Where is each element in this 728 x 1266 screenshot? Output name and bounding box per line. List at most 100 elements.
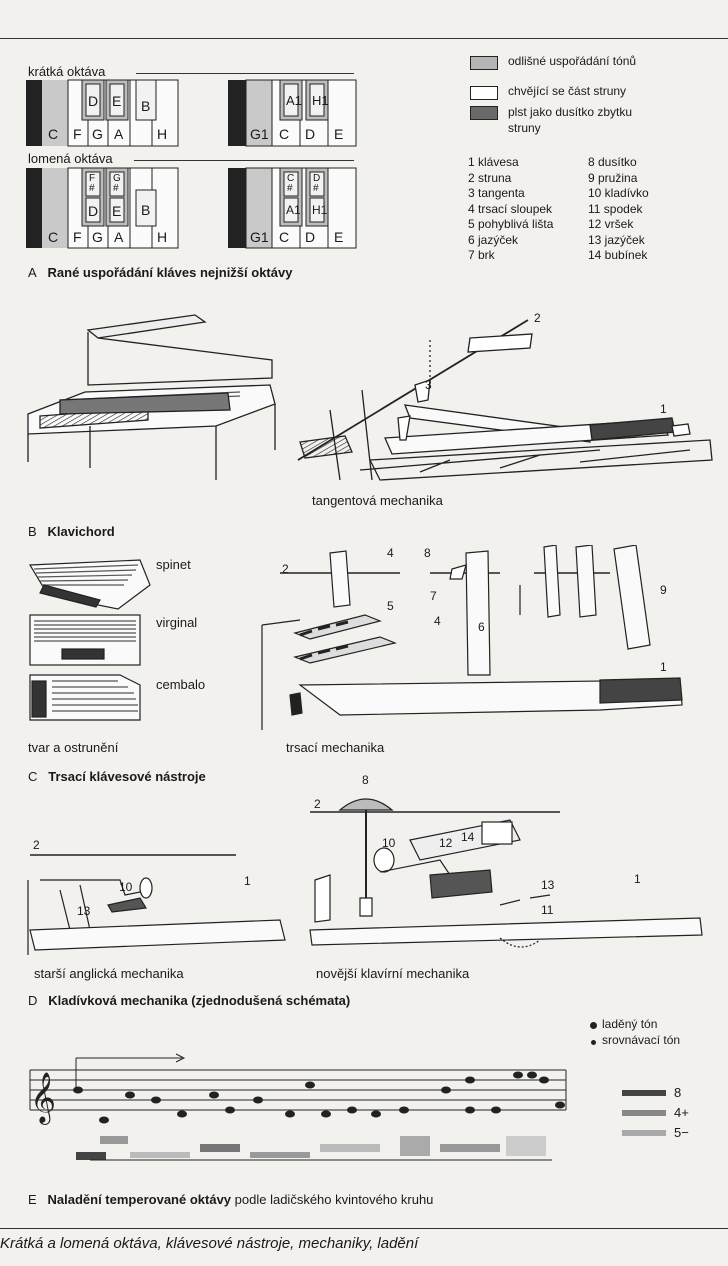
legend-part: 10 kladívko (588, 186, 649, 200)
legend-comparison-tone: srovnávací tón (602, 1033, 681, 1047)
section-title: Rané uspořádání kláves nejnižší oktávy (47, 265, 293, 280)
part-number: 4 (434, 614, 441, 628)
key-label: C # (287, 173, 295, 194)
legend-felt-damper: plst jako dusítko zbytku struny (508, 105, 633, 135)
english-mechanism-drawing (27, 854, 286, 955)
key-label: F # (89, 173, 96, 194)
legend-part: 11 spodek (588, 201, 643, 216)
key-label: G1 (250, 126, 269, 142)
key-label: E (112, 93, 122, 109)
key-label: H (157, 229, 168, 245)
key-label: A (114, 126, 124, 142)
key-label: G (92, 126, 103, 142)
broken-octave-rule (134, 160, 354, 161)
section-letter: D (28, 993, 38, 1008)
key-label: D # (313, 173, 321, 194)
section-title: Kladívková mechanika (zjednodušená schém… (48, 993, 351, 1008)
key-label: E (112, 203, 122, 219)
part-number: 13 (77, 904, 91, 918)
legend-part: 3 tangenta (468, 186, 525, 200)
part-number: 1 (634, 872, 641, 886)
part-number: 11 (541, 903, 554, 917)
interval-label: 8 (674, 1085, 682, 1100)
section-c-heading: C Trsací klávesové nástroje (28, 769, 206, 784)
hammer-mechanism-illustration (27, 798, 703, 955)
part-number: 1 (660, 402, 667, 416)
key-label: H1 (312, 93, 329, 108)
key-label: D (305, 229, 316, 245)
section-title: Trsací klávesové nástroje (48, 769, 206, 784)
key-label: F (73, 126, 82, 142)
part-number: 2 (33, 838, 40, 852)
section-e-heading: E Naladění temperované oktávy podle ladi… (28, 1192, 433, 1207)
key-label: G (92, 229, 103, 245)
part-number: 1 (244, 874, 251, 888)
octave-keyboards (26, 79, 357, 249)
key-label: F (73, 229, 82, 245)
interval-bars (76, 1136, 552, 1161)
section-title-rest: podle ladičského kvintového kruhu (231, 1192, 434, 1207)
key-label: D (88, 93, 99, 109)
part-number: 1 (660, 660, 667, 674)
legend-swatch-vibrating (470, 86, 498, 100)
legend-part: 9 pružina (588, 170, 638, 185)
cembalo-drawing (29, 674, 141, 721)
interval-legend-octave (622, 1090, 666, 1096)
part-number: 10 (382, 836, 396, 850)
clavichord-drawing (27, 314, 276, 480)
part-number: 3 (425, 378, 432, 392)
comparison-tone-dot (591, 1040, 596, 1045)
legend-swatch-different (470, 56, 498, 70)
part-number: 2 (534, 311, 541, 325)
section-d-heading: D Kladívková mechanika (zjednodušená sch… (28, 993, 350, 1008)
legend-tuned-tone: laděný tón (602, 1017, 658, 1031)
section-letter: E (28, 1192, 37, 1207)
part-number: 8 (424, 546, 431, 560)
virginal-drawing (29, 614, 141, 666)
interval-legend-fifth (622, 1130, 666, 1136)
key-label: C (279, 126, 290, 142)
staff-notes (73, 1071, 565, 1124)
footer-rule (0, 1228, 728, 1229)
key-label: D (88, 203, 99, 219)
plucked-instruments-illustration (28, 545, 683, 730)
section-title: Naladění temperované oktávy (47, 1192, 232, 1207)
part-number: 2 (282, 562, 289, 576)
instrument-label-spinet: spinet (156, 557, 191, 572)
top-rule (0, 38, 728, 39)
legend-vibrating-part: chvějící se část struny (508, 84, 627, 98)
interval-label: 5− (674, 1125, 689, 1140)
legend-part: 13 jazýček (588, 232, 645, 247)
section-letter: B (28, 524, 37, 539)
section-a-heading: A Rané uspořádání kláves nejnižší oktávy (28, 265, 292, 280)
key-label: C (48, 126, 59, 142)
tangent-mechanism-drawing (297, 319, 713, 481)
part-number: 5 (387, 599, 394, 613)
clavichord-illustration (27, 314, 713, 481)
part-number: 13 (541, 878, 555, 892)
part-number: 6 (478, 620, 485, 634)
broken-octave-label: lomená oktáva (28, 151, 113, 166)
broken-octave-right-keyboard (228, 167, 357, 249)
piano-mechanism-drawing (309, 798, 703, 948)
key-label: D (305, 126, 316, 142)
part-number: 14 (461, 830, 475, 844)
key-label: A (114, 229, 124, 245)
part-number: 2 (314, 797, 321, 811)
footer-caption: Krátká a lomená oktáva, klávesové nástro… (0, 1235, 419, 1252)
tuning-staff: 𝄞 (29, 1053, 666, 1161)
short-octave-right-keyboard (228, 79, 357, 147)
key-label: C (48, 229, 59, 245)
key-label: B (141, 98, 151, 114)
tangent-mechanism-caption: tangentová mechanika (312, 493, 443, 508)
piano-mechanism-caption: novější klavírní mechanika (316, 966, 470, 981)
short-octave-left-keyboard (26, 79, 179, 147)
legend-part: 2 struna (468, 170, 512, 185)
legend-parts-right: 8 dusítko 9 pružina 10 kladívko 11 spode… (588, 155, 649, 264)
spinet-drawing (28, 559, 151, 610)
instrument-label-cembalo: cembalo (156, 677, 206, 692)
key-label: A1 (286, 93, 302, 108)
broken-octave-left-keyboard (26, 167, 179, 249)
legend-part: 4 trsací sloupek (468, 201, 553, 216)
